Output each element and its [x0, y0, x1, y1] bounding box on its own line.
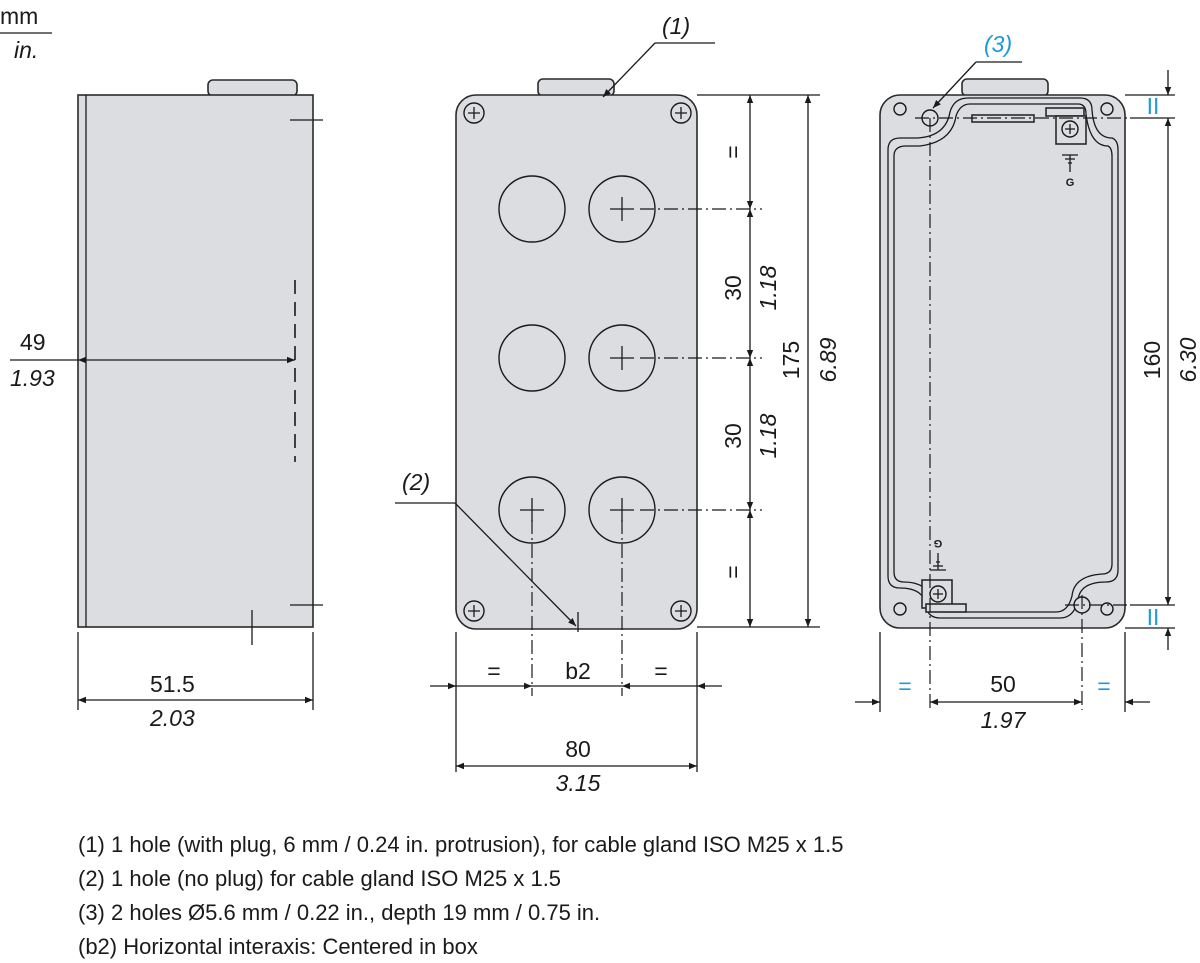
front-pitch2-mm: 30	[720, 423, 746, 449]
front-width-in: 3.15	[556, 770, 601, 796]
back-span-in: 1.97	[981, 707, 1027, 733]
ground-label-top: G	[1066, 177, 1075, 189]
unit-mm: mm	[0, 3, 38, 29]
side-view: 49 1.93 51.5 2.03	[10, 79, 323, 731]
ground-label-bottom: G	[934, 537, 943, 549]
back-view: G G II II 160 6.30 (3) = 50	[855, 31, 1200, 733]
note-b2: (b2) Horizontal interaxis: Centered in b…	[78, 934, 478, 959]
units-legend: mm in.	[0, 3, 52, 63]
back-eq-right: =	[1097, 673, 1110, 699]
notes: (1) 1 hole (with plug, 6 mm / 0.24 in. p…	[78, 828, 843, 963]
front-width-mm: 80	[565, 736, 591, 762]
back-span-mm: 50	[990, 671, 1016, 697]
side-depth-in: 1.93	[10, 365, 55, 391]
note-2: (2) 1 hole (no plug) for cable gland ISO…	[78, 866, 562, 891]
back-pitch-in: 6.30	[1175, 337, 1200, 382]
button-holes	[498, 175, 656, 544]
front-eq-right: =	[654, 658, 667, 684]
callout-3: (3)	[984, 31, 1012, 57]
back-pitch-mm: 160	[1139, 341, 1165, 379]
front-equal-top: =	[720, 145, 746, 158]
front-pitch1-in: 1.18	[755, 265, 781, 310]
screw-icons	[463, 102, 692, 622]
front-pitch1-mm: 30	[720, 275, 746, 301]
side-width-in: 2.03	[149, 705, 195, 731]
ground-symbol-icon	[930, 553, 946, 571]
front-height-in: 6.89	[815, 337, 841, 382]
back-bottom-offset: II	[1147, 604, 1160, 630]
callout-2: (2)	[402, 469, 430, 495]
side-depth-mm: 49	[20, 329, 46, 355]
side-width-mm: 51.5	[150, 671, 195, 697]
ground-screw-icon	[929, 585, 947, 603]
ground-screw-icon	[1061, 120, 1079, 138]
ground-symbol-icon	[1062, 154, 1078, 172]
note-3: (3) 2 holes Ø5.6 mm / 0.22 in., depth 19…	[78, 900, 601, 925]
front-equal-bottom: =	[720, 565, 746, 578]
back-eq-left: =	[898, 673, 911, 699]
callout-1: (1)	[662, 13, 690, 39]
front-eq-left: =	[487, 658, 500, 684]
back-top-offset: II	[1147, 93, 1160, 119]
front-view: = 30 1.18 30 1.18 = 175 6.89 (1) (2) = b…	[395, 13, 841, 796]
front-pitch2-in: 1.18	[755, 413, 781, 458]
front-b2: b2	[565, 658, 591, 684]
note-1: (1) 1 hole (with plug, 6 mm / 0.24 in. p…	[78, 832, 844, 857]
unit-in: in.	[14, 37, 38, 63]
front-height-mm: 175	[778, 341, 804, 379]
